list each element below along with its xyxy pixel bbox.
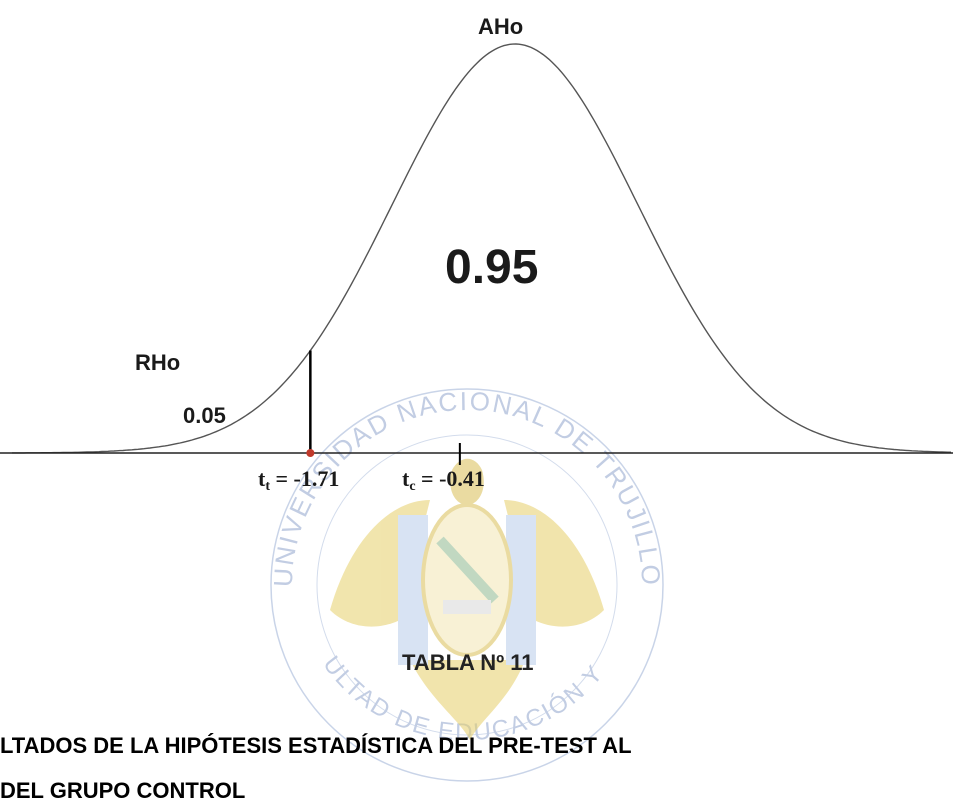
computed-t-subscript: c (409, 479, 416, 494)
critical-t-text: = -1.71 (270, 466, 340, 491)
table-label: TABLA Nº 11 (402, 650, 534, 675)
critical-t-label: tt = -1.71 (258, 466, 339, 495)
computed-t-symbol: t (402, 466, 410, 491)
critical-t-subscript: t (265, 479, 270, 494)
seal-emblem (330, 458, 604, 740)
critical-value-marker (306, 449, 315, 457)
acceptance-region-label: AHo (478, 14, 524, 39)
rejection-region-label: RHo (135, 350, 181, 375)
bell-curve (12, 43, 951, 454)
rejection-region-value: 0.05 (183, 403, 226, 428)
section-heading-line2: DEL GRUPO CONTROL (0, 778, 246, 803)
computed-t-label: tc = -0.41 (402, 466, 485, 495)
critical-t-symbol: t (258, 466, 266, 491)
computed-t-text: = -0.41 (415, 466, 485, 491)
acceptance-region-value: 0.95 (445, 241, 539, 294)
section-heading-line1: LTADOS DE LA HIPÓTESIS ESTADÍSTICA DEL P… (0, 733, 632, 758)
